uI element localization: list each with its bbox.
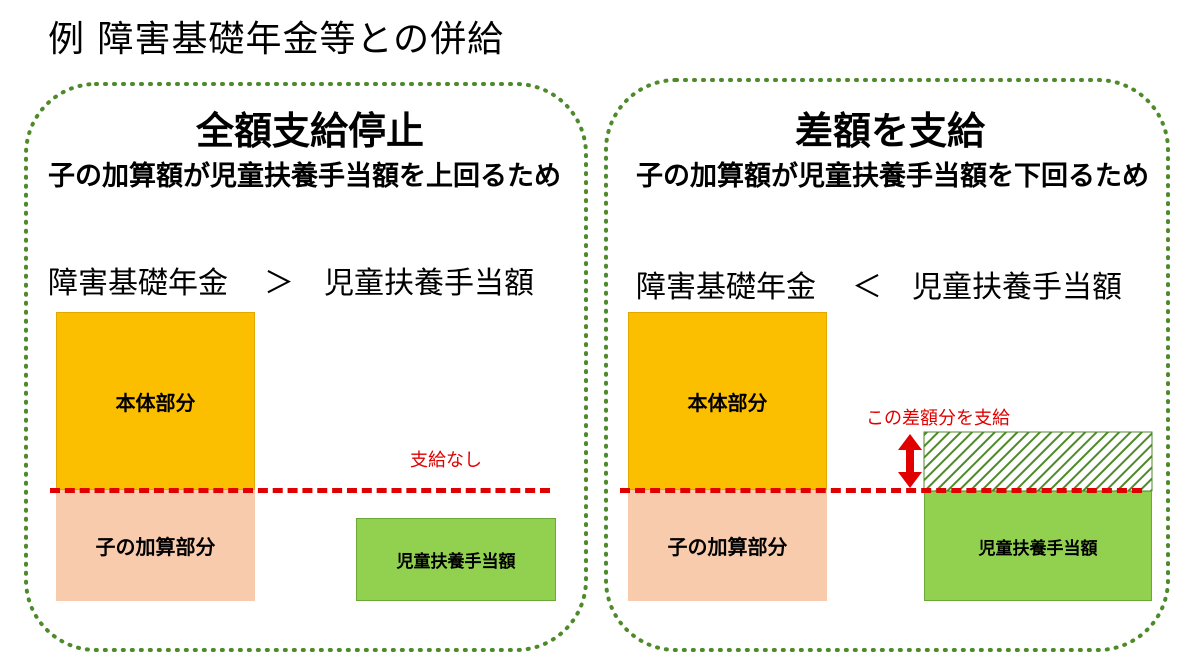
left-compare-right: 児童扶養手当額	[324, 266, 534, 301]
left-comparison: 障害基礎年金 ＞ 児童扶養手当額	[48, 258, 534, 302]
left-no-payment-note: 支給なし	[410, 450, 482, 471]
right-subtext: 子の加算額が児童扶養手当額を下回るため	[636, 161, 1149, 192]
right-comparison: 障害基礎年金 ＜ 児童扶養手当額	[636, 262, 1122, 306]
left-compare-left: 障害基礎年金	[48, 266, 228, 301]
right-difference-note: この差額分を支給	[866, 408, 1010, 429]
right-panel-border	[604, 78, 1170, 652]
left-main-portion-label: 本体部分	[115, 390, 196, 415]
right-compare-left: 障害基礎年金	[636, 270, 816, 305]
left-heading: 全額支給停止	[195, 109, 424, 153]
right-compare-right: 児童扶養手当額	[912, 270, 1122, 305]
difference-hatched-area	[923, 431, 1153, 492]
left-allowance-box: 児童扶養手当額	[356, 518, 556, 601]
right-red-dashed-line	[620, 488, 1142, 493]
right-compare-symbol: ＜	[852, 270, 882, 305]
left-child-addition-label: 子の加算部分	[95, 535, 216, 559]
right-child-addition-box: 子の加算部分	[628, 490, 827, 601]
left-allowance-label: 児童扶養手当額	[396, 552, 516, 572]
left-compare-symbol: ＞	[264, 266, 294, 301]
right-child-addition-label: 子の加算部分	[667, 535, 788, 559]
left-red-dashed-line	[50, 488, 550, 493]
right-main-portion-label: 本体部分	[687, 390, 768, 415]
page-title: 例 障害基礎年金等との併給	[48, 19, 505, 60]
left-main-portion-box: 本体部分	[56, 312, 255, 490]
left-subtext: 子の加算額が児童扶養手当額を上回るため	[48, 161, 561, 192]
right-allowance-label: 児童扶養手当額	[978, 538, 1098, 559]
double-arrow-icon	[898, 434, 922, 488]
right-allowance-box: 児童扶養手当額	[924, 491, 1152, 601]
right-heading: 差額を支給	[794, 109, 985, 153]
left-panel-border	[24, 82, 588, 652]
right-main-portion-box: 本体部分	[628, 312, 827, 490]
left-child-addition-box: 子の加算部分	[56, 490, 255, 601]
